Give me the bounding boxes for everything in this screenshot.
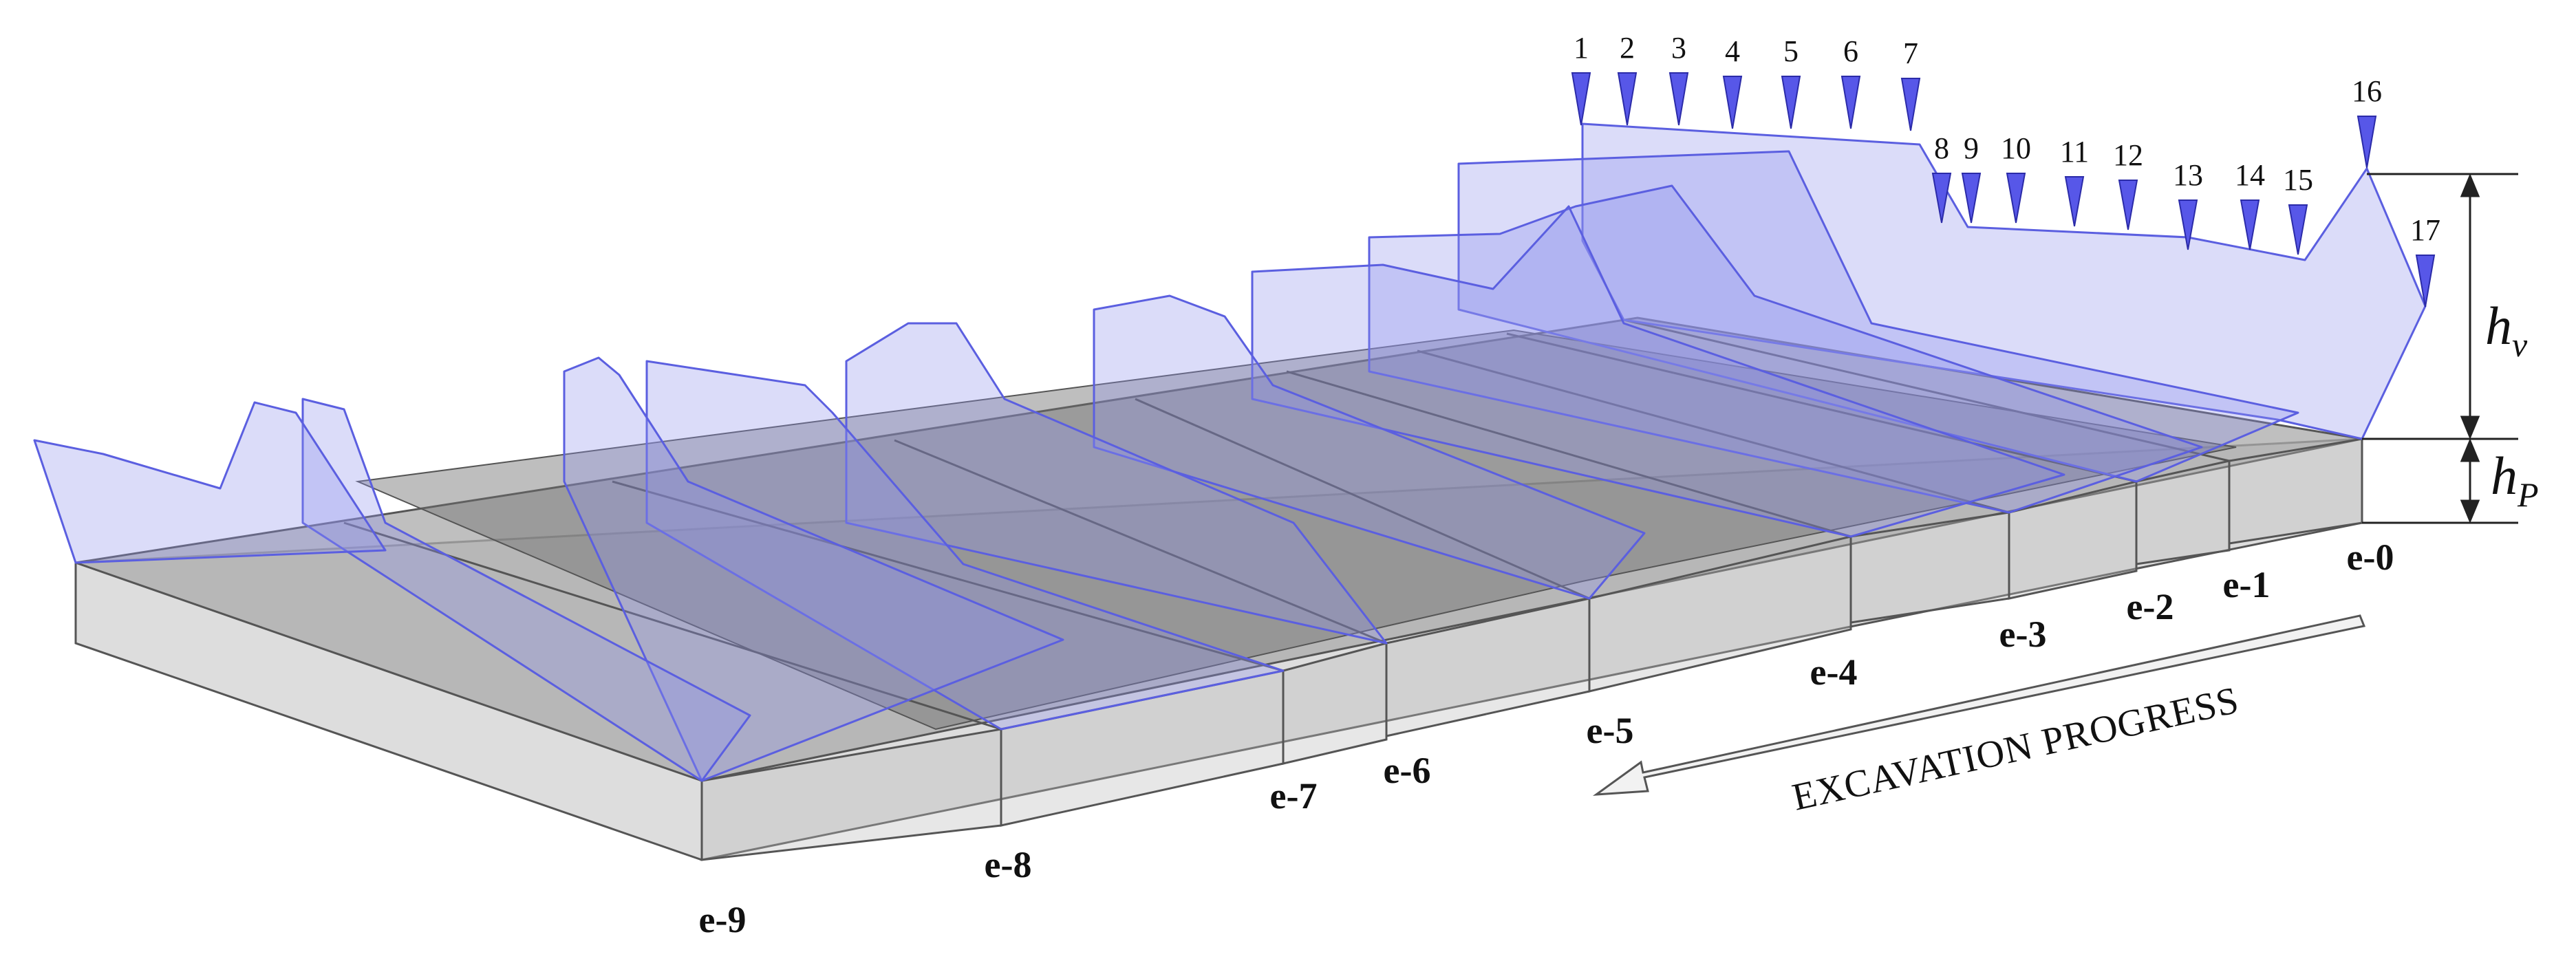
sensor-marker-8 [1931,173,1952,224]
sensor-marker-16 [2357,116,2377,169]
sensor-label-1: 1 [1574,31,1589,65]
sensor-label-13: 13 [2173,158,2203,192]
sensor-label-10: 10 [2001,131,2031,165]
profile-e2 [1368,184,2203,514]
stage-label-e-2: e-2 [2127,586,2174,627]
divider-e8 [700,728,1002,861]
sensor-label-16: 16 [2352,74,2382,108]
progress-arrow-shape [1592,614,2366,796]
sensor-marker-10 [2006,173,2026,224]
stage-back-lines [343,318,2230,731]
excavated-trench [355,329,2237,731]
profile-e6 [645,360,1285,731]
profile-e3 [1251,205,2065,538]
dim-hp-label: hP [2491,446,2539,514]
sensor-marker-11 [2064,176,2085,227]
sensor-label-8: 8 [1934,131,1949,165]
sensor-marker-5 [1781,76,1801,129]
settlement-profiles [33,122,2427,782]
stage-label-e-3: e-3 [1999,614,2047,655]
stage-label-e-6: e-6 [1384,750,1431,791]
sensor-label-15: 15 [2283,163,2313,197]
dim-hp-arrow-top [2460,438,2480,462]
sensor-marker-15 [2288,204,2308,255]
sensor-marker-1 [1571,72,1591,126]
stage-label-e-0: e-0 [2347,537,2394,578]
dim-hp-arrow-bottom [2460,499,2480,523]
sensor-marker-14 [2240,199,2260,250]
sensor-marker-9 [1961,173,1982,224]
stage-labels: e-0 e-1 e-2 e-3 e-4 e-5 e-6 e-7 e-8 e-9 [699,537,2394,940]
dim-hv-arrow-bottom [2460,415,2480,440]
sensor-marker-3 [1668,72,1689,126]
stage-label-e-8: e-8 [985,844,1032,885]
stage-dividers [700,438,2363,861]
sensor-marker-13 [2178,199,2198,250]
dim-hv-label: hv [2485,296,2528,364]
profile-e7 [563,356,1064,782]
profile-e5 [845,322,1388,645]
back-line-4 [1135,398,1590,600]
sensor-label-6: 6 [1843,34,1858,68]
stage-label-e-9: e-9 [699,899,747,940]
profile-e9 [33,401,387,564]
sensor-label-9: 9 [1964,131,1979,165]
sensor-marker-2 [1617,72,1638,126]
sensor-marker-4 [1722,76,1743,129]
stage-label-e-4: e-4 [1810,651,1858,693]
back-line-6 [1417,349,2010,514]
back-line-5 [1286,370,1852,538]
sensor-label-4: 4 [1725,34,1740,68]
profile-e8 [301,398,751,782]
back-line-1 [343,521,1002,731]
sensor-label-14: 14 [2235,158,2265,192]
sensor-marker-6 [1840,76,1861,129]
sensor-label-3: 3 [1671,31,1686,65]
dimension-lines [2362,173,2518,524]
back-line-7 [1506,332,2137,483]
back-line-3 [894,439,1387,645]
stage-label-e-1: e-1 [2223,564,2271,605]
sensor-marker-12 [2118,180,2138,230]
sensor-label-2: 2 [1620,31,1635,65]
sensor-label-7: 7 [1903,36,1918,70]
ground-slab [74,316,2363,861]
sensor-label-12: 12 [2113,138,2143,172]
sensor-label-17: 17 [2410,213,2440,247]
back-line-8 [1623,318,2230,462]
sensor-marker-7 [1900,78,1921,131]
sensor-label-11: 11 [2060,135,2089,169]
back-line-2 [612,480,1284,672]
sensor-label-5: 5 [1783,34,1799,68]
stage-label-e-5: e-5 [1587,710,1634,751]
dim-hv-arrow-top [2460,173,2480,197]
stage-label-e-7: e-7 [1270,775,1318,817]
sensor-marker-17 [2415,255,2436,307]
profile-e1 [1457,150,2299,483]
